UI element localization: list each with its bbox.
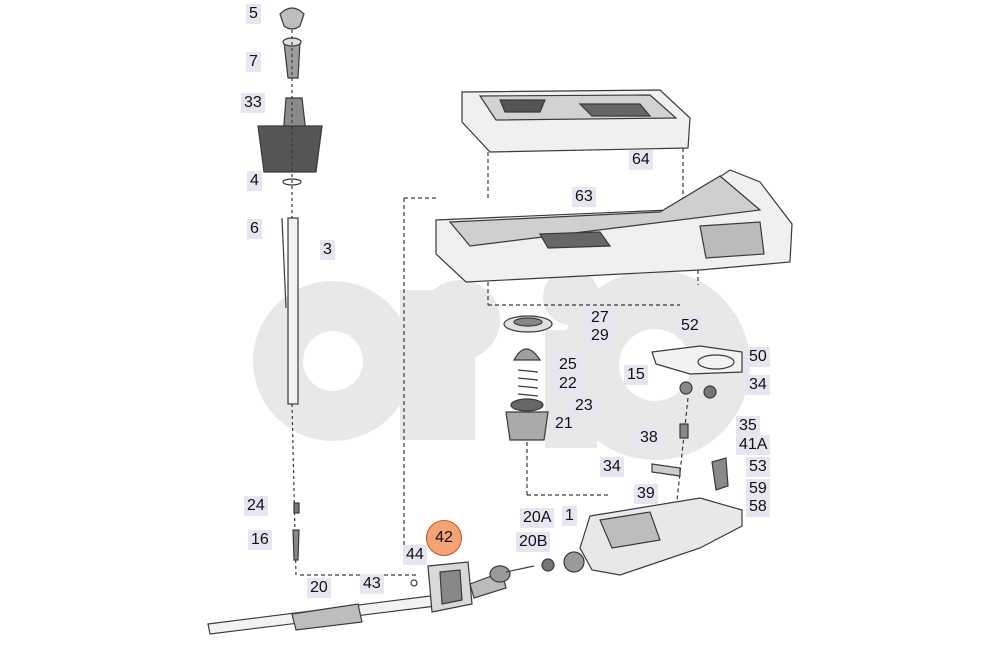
- callout-label[interactable]: 20A: [520, 508, 555, 528]
- callout-label[interactable]: 34: [746, 375, 770, 395]
- callout-label[interactable]: 35: [736, 416, 760, 436]
- callout-label[interactable]: 64: [629, 150, 653, 170]
- callout-label[interactable]: 63: [572, 187, 596, 207]
- callout-label[interactable]: 16: [248, 530, 272, 550]
- callout-label[interactable]: 38: [637, 428, 661, 448]
- ring: [282, 178, 302, 186]
- plate-50: [651, 345, 743, 375]
- callout-label[interactable]: 15: [624, 365, 648, 385]
- callout-label[interactable]: 23: [572, 396, 596, 416]
- callout-label[interactable]: 22: [556, 374, 580, 394]
- knob: [279, 7, 305, 30]
- callout-label[interactable]: 59: [746, 479, 770, 499]
- callout-label[interactable]: 7: [246, 52, 261, 72]
- callout-label[interactable]: 6: [247, 219, 262, 239]
- callout-label[interactable]: 58: [746, 497, 770, 517]
- callout-label[interactable]: 39: [634, 484, 658, 504]
- rod: [281, 217, 287, 309]
- callout-label[interactable]: 20B: [516, 532, 551, 552]
- callout-label[interactable]: 21: [552, 414, 576, 434]
- callout-label[interactable]: 34: [600, 457, 624, 477]
- callout-label[interactable]: 52: [678, 316, 702, 336]
- callout-label[interactable]: 1: [562, 506, 577, 526]
- cup-25: [512, 348, 542, 361]
- callout-label[interactable]: 4: [247, 171, 262, 191]
- housing-1: [579, 497, 743, 576]
- spring-22: [517, 369, 539, 397]
- callout-label[interactable]: 27: [588, 308, 612, 328]
- housing-21: [505, 411, 549, 441]
- callout-label[interactable]: 20: [307, 578, 331, 598]
- callout-label[interactable]: 24: [244, 496, 268, 516]
- boot-base: [257, 125, 323, 173]
- callout-label[interactable]: 44: [403, 545, 427, 565]
- highlighted-part-callout[interactable]: 42: [426, 520, 462, 556]
- callout-label[interactable]: 25: [556, 355, 580, 375]
- callout-label[interactable]: 3: [320, 240, 335, 260]
- callout-label[interactable]: 50: [746, 347, 770, 367]
- callout-label[interactable]: 5: [246, 4, 261, 24]
- callout-label[interactable]: 41A: [736, 435, 771, 455]
- callout-label[interactable]: 53: [746, 457, 770, 477]
- lever: [287, 217, 299, 405]
- callout-label[interactable]: 29: [588, 326, 612, 346]
- callout-label[interactable]: 43: [360, 574, 384, 594]
- callout-label[interactable]: 33: [241, 93, 265, 113]
